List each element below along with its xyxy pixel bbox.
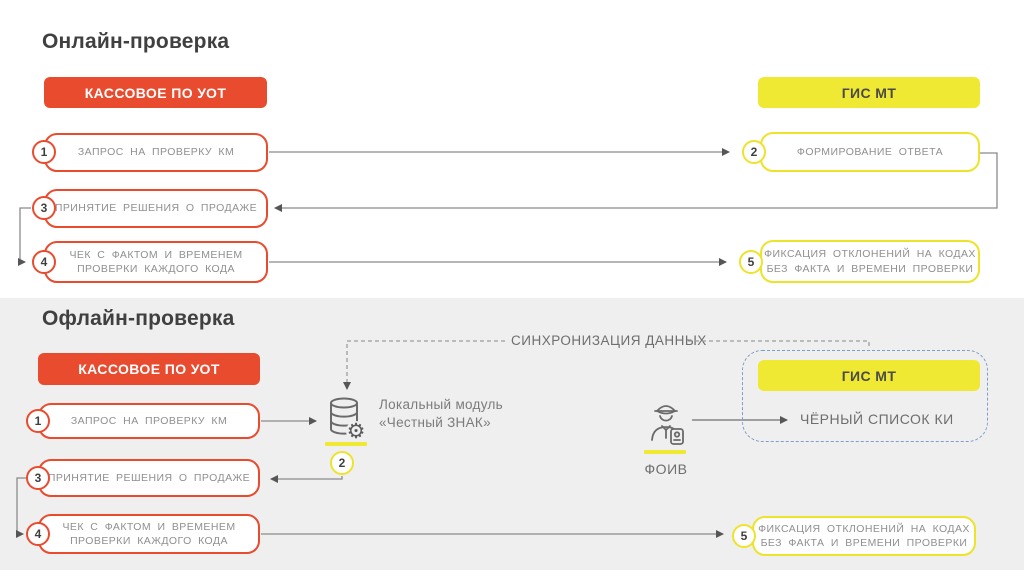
online-step-5-number: 5 (739, 250, 763, 274)
online-step-4-box: ЧЕК С ФАКТОМ И ВРЕМЕНЕМ ПРОВЕРКИ КАЖДОГО… (44, 241, 268, 283)
dashed-sync-right (688, 340, 870, 349)
online-actor-gismt: ГИС МТ (758, 77, 980, 108)
offline-step-1-label: ЗАПРОС НА ПРОВЕРКУ КМ (70, 414, 228, 427)
online-step-2-label: ФОРМИРОВАНИЕ ОТВЕТА (796, 145, 944, 158)
offline-step-5-number: 5 (732, 524, 756, 548)
offline-step-5-label-line2: БЕЗ ФАКТА И ВРЕМЕНИ ПРОВЕРКИ (760, 537, 968, 549)
online-section-title: Онлайн-проверка (42, 30, 230, 53)
offline-step-3-number: 3 (26, 466, 50, 490)
offline-step-3-box: ПРИНЯТИЕ РЕШЕНИЯ О ПРОДАЖЕ (38, 459, 260, 497)
online-step-4-number: 4 (32, 250, 56, 274)
dashed-sync-left (343, 340, 505, 390)
offline-step-2-number: 2 (330, 451, 354, 475)
offline-step-4-label-line1: ЧЕК С ФАКТОМ И ВРЕМЕНЕМ (62, 520, 236, 533)
offline-step-4-number: 4 (26, 522, 50, 546)
arrow-offline-2-to-3 (270, 475, 343, 483)
gismt-dashed-zone (742, 350, 988, 442)
foiv-label: ФОИВ (644, 461, 688, 477)
online-step-4-label-line1: ЧЕК С ФАКТОМ И ВРЕМЕНЕМ (69, 248, 243, 261)
offline-section-title: Офлайн-проверка (42, 307, 235, 330)
online-step-2-number: 2 (742, 140, 766, 164)
online-step-4-label-line2: ПРОВЕРКИ КАЖДОГО КОДА (77, 263, 235, 275)
module-underline (325, 442, 367, 446)
local-module-label-line1: Локальный модуль (379, 397, 503, 412)
online-step-3-label: ПРИНЯТИЕ РЕШЕНИЯ О ПРОДАЖЕ (54, 202, 258, 215)
online-step-3-box: ПРИНЯТИЕ РЕШЕНИЯ О ПРОДАЖЕ (44, 189, 268, 228)
offline-step-4-label-line2: ПРОВЕРКИ КАЖДОГО КОДА (70, 535, 228, 547)
online-actor-kassa: КАССОВОЕ ПО УОТ (44, 77, 267, 108)
inspector-icon (644, 399, 688, 447)
offline-step-5-label-line1: ФИКСАЦИЯ ОТКЛОНЕНИЙ НА КОДАХ (758, 522, 970, 535)
arrow-online-3-to-4 (18, 207, 31, 266)
offline-step-4-box: ЧЕК С ФАКТОМ И ВРЕМЕНЕМ ПРОВЕРКИ КАЖДОГО… (38, 514, 260, 554)
offline-step-1-number: 1 (26, 409, 50, 433)
offline-actor-gismt: ГИС МТ (758, 360, 980, 391)
online-step-1-number: 1 (32, 140, 56, 164)
svg-text:⚙: ⚙ (347, 420, 366, 443)
sync-data-label: СИНХРОНИЗАЦИЯ ДАННЫХ (511, 333, 707, 348)
online-step-2-box: ФОРМИРОВАНИЕ ОТВЕТА (760, 132, 980, 172)
local-module-label-line2: «Честный ЗНАК» (379, 415, 491, 431)
foiv-underline (644, 450, 686, 454)
arrow-online-2-to-3 (274, 152, 998, 212)
offline-step-3-label: ПРИНЯТИЕ РЕШЕНИЯ О ПРОДАЖЕ (47, 471, 251, 484)
online-step-5-label-line2: БЕЗ ФАКТА И ВРЕМЕНИ ПРОВЕРКИ (766, 262, 974, 275)
local-module-label: Локальный модуль «Честный ЗНАК» (379, 396, 503, 432)
database-gear-icon: ⚙ (324, 394, 368, 444)
online-step-1-label: ЗАПРОС НА ПРОВЕРКУ КМ (77, 146, 235, 159)
offline-step-5-box: ФИКСАЦИЯ ОТКЛОНЕНИЙ НА КОДАХ БЕЗ ФАКТА И… (752, 516, 976, 556)
offline-step-1-box: ЗАПРОС НА ПРОВЕРКУ КМ (38, 403, 260, 439)
online-step-5-label-line1: ФИКСАЦИЯ ОТКЛОНЕНИЙ НА КОДАХ (764, 248, 976, 261)
offline-actor-kassa: КАССОВОЕ ПО УОТ (38, 353, 260, 385)
online-step-5-box: ФИКСАЦИЯ ОТКЛОНЕНИЙ НА КОДАХ БЕЗ ФАКТА И… (760, 240, 980, 283)
online-step-3-number: 3 (32, 196, 56, 220)
arrow-offline-3-to-4 (16, 477, 26, 538)
online-step-1-box: ЗАПРОС НА ПРОВЕРКУ КМ (44, 133, 268, 172)
blacklist-label: ЧЁРНЫЙ СПИСОК КИ (800, 411, 954, 427)
